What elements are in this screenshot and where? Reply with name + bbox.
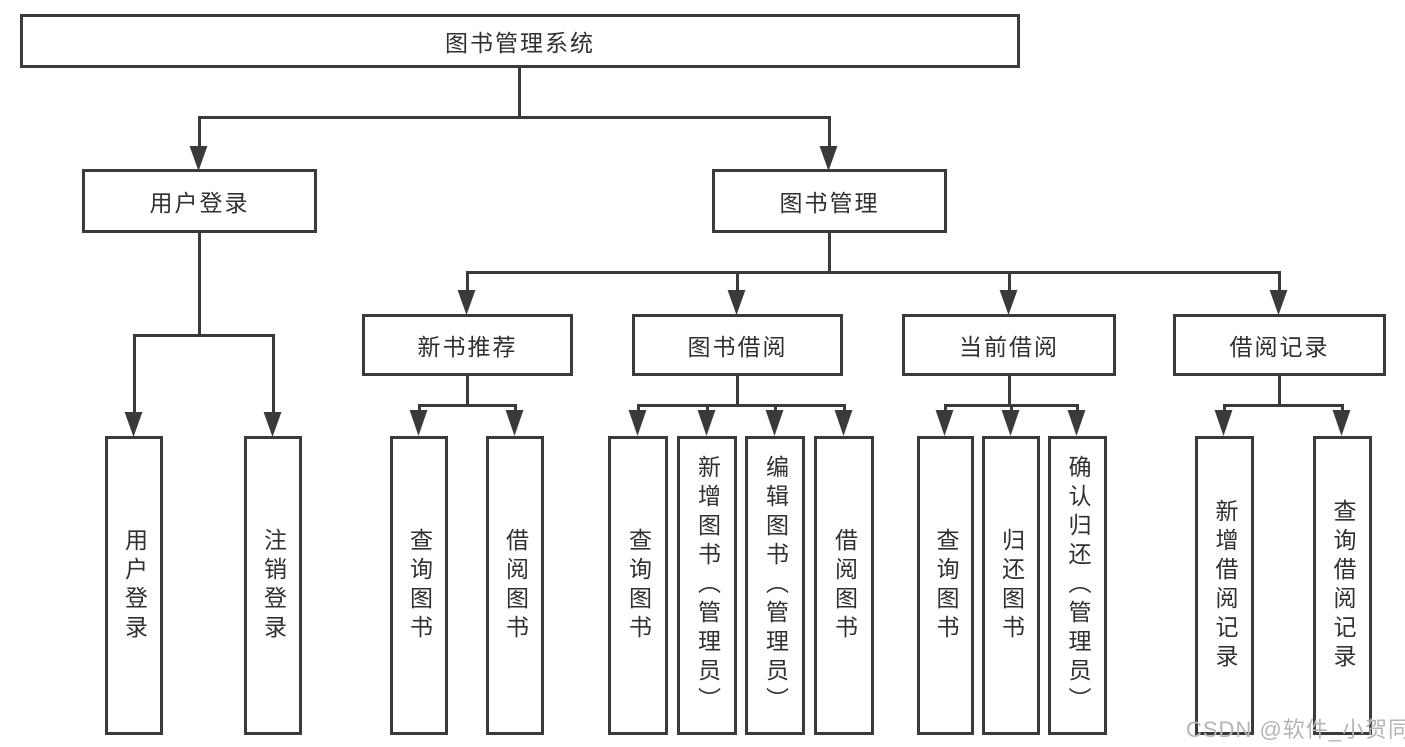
node-current-borrow: 当前借阅 bbox=[902, 314, 1116, 376]
node-book-borrow: 图书借阅 bbox=[632, 314, 843, 376]
connector-drop-stem bbox=[1010, 404, 1013, 413]
connector-drop-stem bbox=[774, 404, 777, 413]
connector-recommend-stem bbox=[466, 376, 469, 406]
arrow-down-icon bbox=[1214, 410, 1233, 436]
leaf-user-login: 用户登录 bbox=[105, 436, 163, 735]
connector-drop-stem bbox=[736, 271, 739, 292]
node-user-login: 用户登录 bbox=[82, 169, 317, 233]
connector-borrow-stem bbox=[736, 376, 739, 406]
arrow-down-icon bbox=[1067, 410, 1086, 436]
connector-drop-stem bbox=[843, 404, 846, 413]
leaf-return-books: 归还图书 bbox=[982, 436, 1040, 735]
connector-drop-stem bbox=[706, 404, 709, 413]
connector-drop-stem bbox=[944, 404, 947, 413]
arrow-down-icon bbox=[1001, 410, 1020, 436]
connector-login-branch bbox=[133, 334, 275, 337]
leaf-query-books: 查询图书 bbox=[917, 436, 974, 735]
arrow-down-icon bbox=[727, 290, 746, 315]
connector-drop-stem bbox=[418, 404, 421, 413]
arrow-down-icon bbox=[457, 290, 476, 315]
connector-current-stem bbox=[1008, 376, 1011, 406]
leaf-confirm-return-admin: 确认归还（管理员） bbox=[1048, 436, 1107, 735]
arrow-down-icon bbox=[263, 412, 282, 437]
arrow-down-icon bbox=[834, 410, 853, 436]
leaf-query-books: 查询图书 bbox=[608, 436, 668, 735]
node-borrow-records: 借阅记录 bbox=[1173, 314, 1386, 376]
arrow-down-icon bbox=[124, 412, 143, 437]
node-new-book-recommend: 新书推荐 bbox=[362, 314, 573, 376]
arrow-down-icon bbox=[628, 410, 647, 436]
arrow-down-icon bbox=[935, 410, 954, 436]
watermark: CSDN @软件_小贺同学 bbox=[1186, 717, 1405, 742]
leaf-logout: 注销登录 bbox=[244, 436, 302, 735]
connector-records-branch bbox=[1223, 404, 1344, 407]
connector-drop-stem bbox=[514, 404, 517, 413]
connector-drop-stem bbox=[1223, 404, 1226, 413]
connector-records-stem bbox=[1278, 376, 1281, 406]
connector-drop-stem bbox=[198, 116, 201, 148]
leaf-borrow-books: 借阅图书 bbox=[486, 436, 544, 735]
connector-drop-stem bbox=[828, 116, 831, 148]
connector-root-branch bbox=[198, 116, 830, 119]
arrow-down-icon bbox=[1269, 290, 1288, 315]
connector-drop-stem bbox=[1076, 404, 1079, 413]
connector-drop-stem bbox=[133, 334, 136, 414]
leaf-add-borrow-record: 新增借阅记录 bbox=[1195, 436, 1254, 735]
connector-drop-stem bbox=[272, 334, 275, 414]
node-book-management: 图书管理 bbox=[712, 169, 947, 233]
connector-drop-stem bbox=[1341, 404, 1344, 413]
connector-drop-stem bbox=[1278, 271, 1281, 292]
arrow-down-icon bbox=[999, 290, 1018, 315]
connector-drop-stem bbox=[637, 404, 640, 413]
arrow-down-icon bbox=[765, 410, 784, 436]
connector-borrow-branch bbox=[637, 404, 846, 407]
connector-mgmt-branch bbox=[466, 271, 1281, 274]
arrow-down-icon bbox=[819, 146, 838, 171]
arrow-down-icon bbox=[409, 410, 428, 436]
leaf-add-books-admin: 新增图书（管理员） bbox=[677, 436, 737, 735]
leaf-query-books: 查询图书 bbox=[390, 436, 448, 735]
leaf-borrow-books: 借阅图书 bbox=[814, 436, 874, 735]
connector-mgmt-stem bbox=[828, 233, 831, 273]
node-root: 图书管理系统 bbox=[20, 14, 1020, 68]
connector-drop-stem bbox=[466, 271, 469, 292]
arrow-down-icon bbox=[697, 410, 716, 436]
connector-root-stem bbox=[518, 68, 521, 119]
arrow-down-icon bbox=[505, 410, 524, 436]
arrow-down-icon bbox=[1332, 410, 1351, 436]
leaf-edit-books-admin: 编辑图书（管理员） bbox=[745, 436, 805, 735]
connector-login-stem bbox=[198, 233, 201, 335]
connector-recommend-branch bbox=[418, 404, 517, 407]
connector-drop-stem bbox=[1008, 271, 1011, 292]
arrow-down-icon bbox=[189, 146, 208, 171]
leaf-query-borrow-record: 查询借阅记录 bbox=[1313, 436, 1372, 735]
